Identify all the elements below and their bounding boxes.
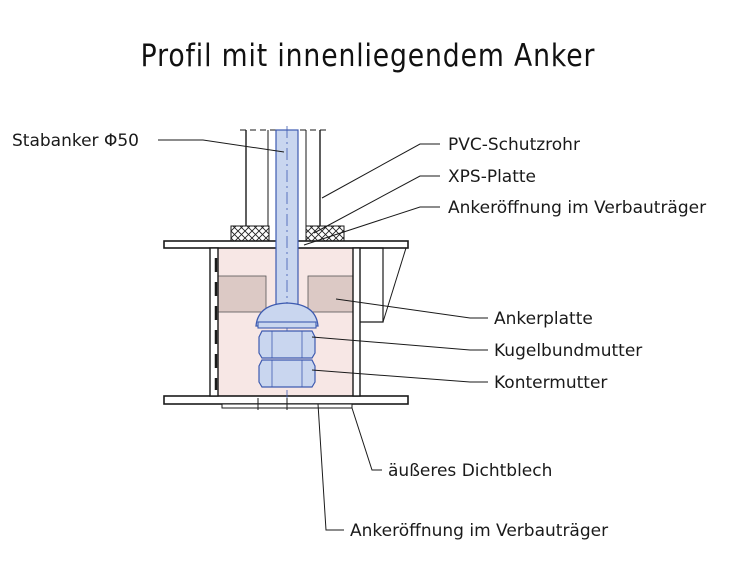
xps-pad-right xyxy=(305,225,345,242)
counter-nut xyxy=(258,359,316,388)
web-left xyxy=(209,247,219,397)
leader-kontermutter xyxy=(311,369,488,383)
leader-xps xyxy=(313,175,440,234)
label-kugelbundmutter: Kugelbundmutter xyxy=(494,341,642,361)
anchor-plate-right xyxy=(307,275,355,313)
label-dichtblech: äußeres Dichtblech xyxy=(388,461,552,481)
leader-ankeroeffnung-top xyxy=(303,206,440,246)
leader-ankerplatte xyxy=(335,298,488,319)
label-ankerplatte: Ankerplatte xyxy=(494,309,593,329)
anchor-plate-left xyxy=(217,275,267,313)
drawing-title: Profil mit innenliegendem Anker xyxy=(140,38,596,74)
label-ankeroeffnung-bottom: Ankeröffnung im Verbauträger xyxy=(350,521,608,541)
hex-nut xyxy=(258,330,316,359)
leader-pvc xyxy=(321,143,440,199)
label-stabanker: Stabanker Φ50 xyxy=(12,131,139,151)
leader-stabanker xyxy=(158,139,285,153)
detail-lines xyxy=(257,247,407,410)
label-pvc-schutzrohr: PVC-Schutzrohr xyxy=(448,135,580,155)
leader-lines xyxy=(158,139,488,531)
spherical-collar-nut xyxy=(255,302,319,327)
label-xps-platte: XPS-Platte xyxy=(448,167,536,187)
label-ankeroeffnung-top: Ankeröffnung im Verbauträger xyxy=(448,198,706,218)
leader-kugelbundmutter xyxy=(311,336,488,351)
xps-pad-left xyxy=(230,225,270,242)
bottom-flange xyxy=(163,395,409,405)
collar-nut-base xyxy=(257,321,317,329)
leader-ankeroeffnung-bottom xyxy=(317,403,344,531)
label-kontermutter: Kontermutter xyxy=(494,373,607,393)
profile-diagonal xyxy=(382,247,407,323)
leader-dichtblech xyxy=(351,407,382,471)
outer-profile-edge xyxy=(360,247,384,323)
